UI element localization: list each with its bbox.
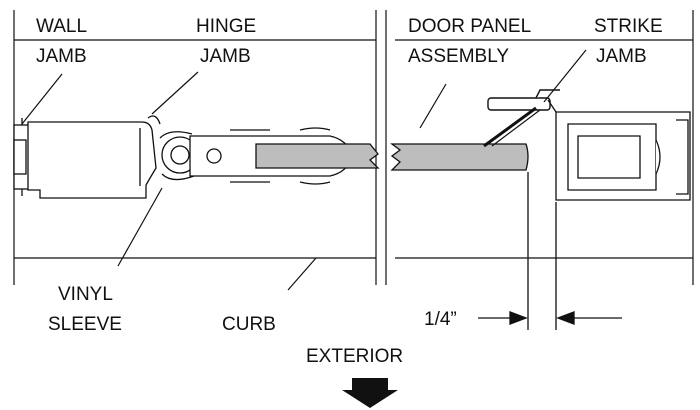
wall-jamb-label-line1: WALL [36,16,87,37]
vinyl-sleeve-label-line2: SLEEVE [48,314,122,335]
exterior-arrow-icon [342,378,398,408]
strike-jamb-label-line1: STRIKE [594,16,663,37]
door-panel-label-line1: DOOR PANEL [408,16,531,37]
wall-jamb-label-line2: JAMB [36,46,87,67]
gap-dimension-label: 1/4” [424,309,457,330]
leader-lines [21,49,587,291]
glass-panel-right [390,143,529,171]
curb-label: CURB [222,314,276,335]
door-panel-label-line2: ASSEMBLY [408,46,509,67]
glass-panel-left [255,143,380,169]
gap-dimension [478,172,622,330]
hinge-jamb-profile [27,115,161,199]
hinge-jamb-label-line2: JAMB [200,46,251,67]
curb-outline [13,10,694,285]
door-magnet-strip [483,89,560,148]
hinge-jamb-label-line1: HINGE [196,16,256,37]
exterior-label: EXTERIOR [306,346,403,367]
vinyl-sleeve-label-line1: VINYL [58,284,113,305]
strike-jamb-label-line2: JAMB [596,46,647,67]
strike-jamb-profile [547,99,691,201]
